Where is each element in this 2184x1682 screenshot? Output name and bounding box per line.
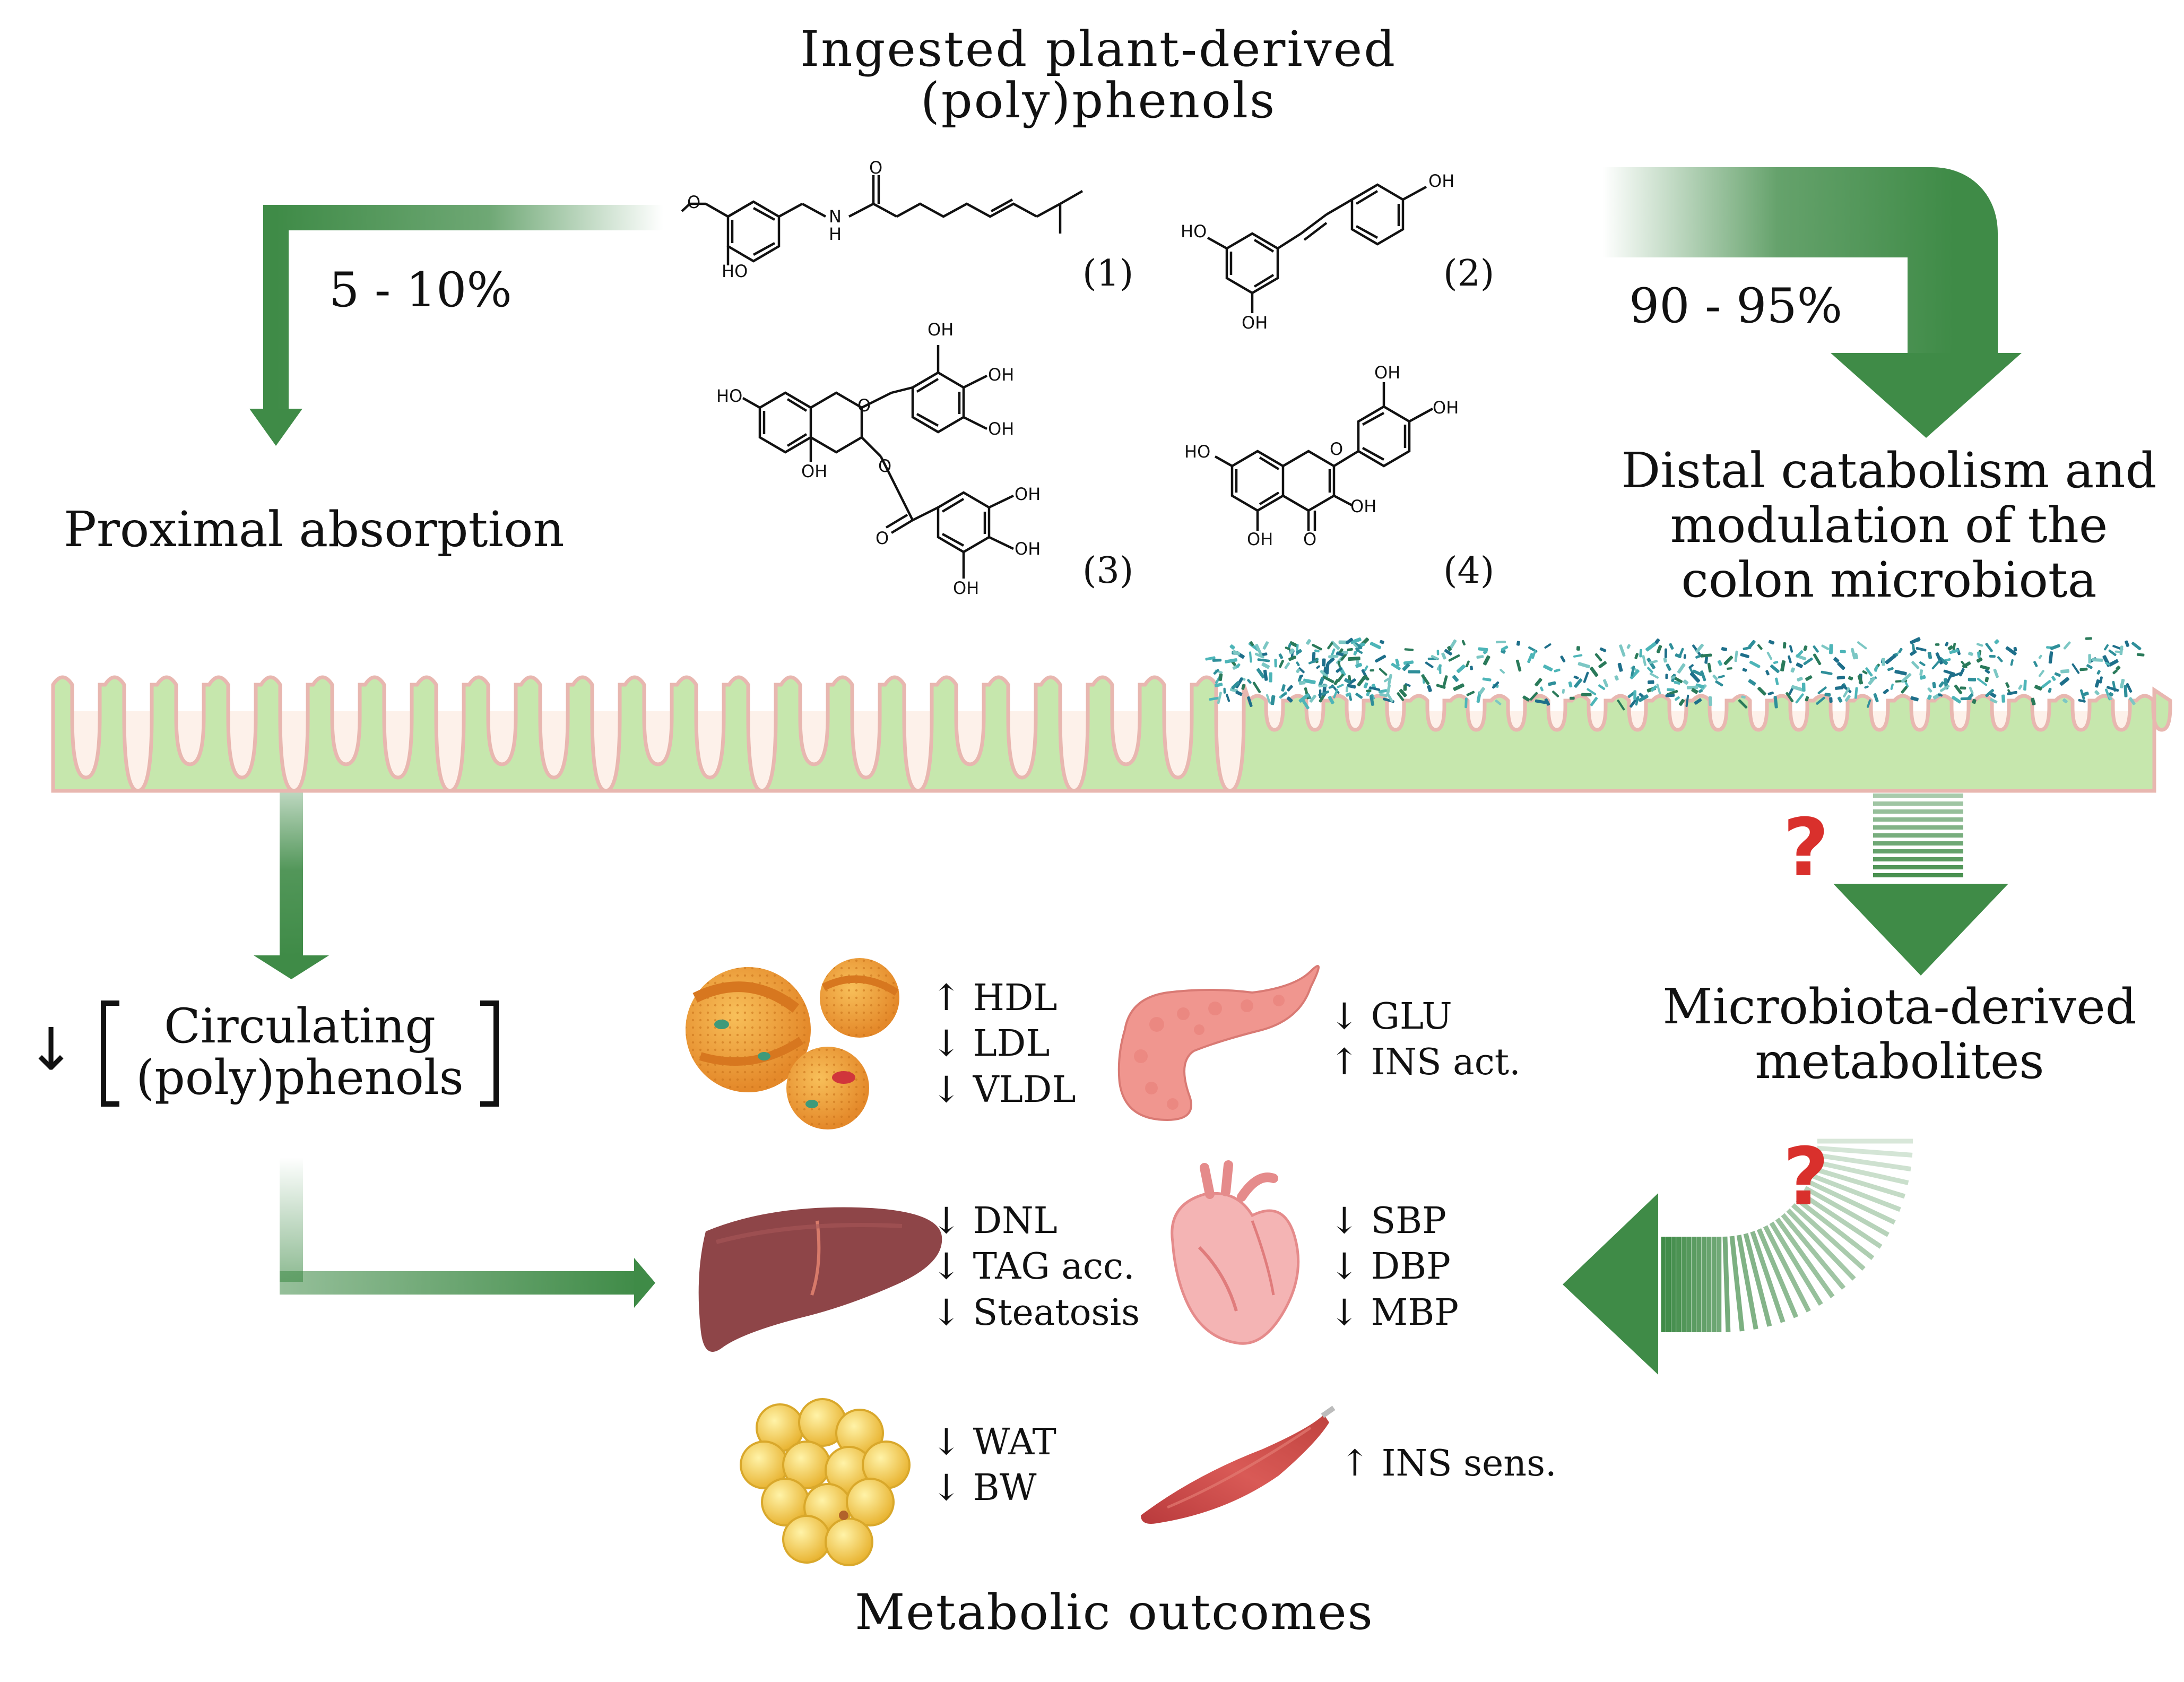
proximal-arrow xyxy=(249,205,663,446)
muscle-effects: ↑ INS sens. xyxy=(1340,1441,1557,1487)
m1-hydroxyl: HO xyxy=(722,261,748,281)
muscle-icon xyxy=(1141,1405,1336,1524)
m3-ring-o: O xyxy=(857,395,871,416)
m3-carbonyl-o: O xyxy=(876,528,889,548)
molecule-3-number: (3) xyxy=(1082,550,1134,592)
main-title-line2: (poly)phenols xyxy=(920,72,1277,129)
m4-ring-o: O xyxy=(1330,439,1344,459)
effect-tag-acc: ↓ TAG acc. xyxy=(931,1246,1135,1288)
m4-oh-a: OH xyxy=(1374,363,1401,383)
m4-oh-b: OH xyxy=(1433,398,1459,418)
effect-ins-sens: ↑ INS sens. xyxy=(1340,1443,1557,1485)
distal-percent: 90 - 95% xyxy=(1629,278,1843,334)
outcomes-arrow xyxy=(280,1157,655,1308)
m4-ho-left: HO xyxy=(1184,442,1211,462)
proximal-absorption-label: Proximal absorption xyxy=(64,501,565,558)
liver-icon xyxy=(698,1207,942,1352)
adipose-effects: ↓ WAT ↓ BW xyxy=(931,1420,1056,1512)
effect-ldl: ↓ LDL xyxy=(931,1023,1050,1065)
effect-bw: ↓ BW xyxy=(931,1467,1037,1510)
main-title-line1: Ingested plant-derived xyxy=(800,21,1397,77)
molecule-4-structure xyxy=(1214,382,1434,531)
circulating-line1: Circulating xyxy=(163,998,436,1054)
proximal-percent: 5 - 10% xyxy=(329,262,512,318)
microbiota-effect-arrowhead xyxy=(1563,1193,1658,1375)
molecule-1-number: (1) xyxy=(1082,253,1134,295)
liver-effects: ↓ DNL ↓ TAG acc. ↓ Steatosis xyxy=(931,1198,1140,1336)
effect-ins-act: ↑ INS act. xyxy=(1329,1041,1521,1084)
m3-oh-d: OH xyxy=(1015,484,1041,504)
metabolite-arrowhead xyxy=(1833,884,2008,976)
main-title: Ingested plant-derived (poly)phenols xyxy=(727,21,1470,129)
molecule-2-number: (2) xyxy=(1443,253,1495,295)
effect-mbp: ↓ MBP xyxy=(1329,1291,1459,1334)
heart-icon xyxy=(1171,1160,1300,1345)
molecule-2-structure xyxy=(1207,183,1427,313)
molecule-3-structure xyxy=(742,345,1014,579)
distal-line3: colon microbiota xyxy=(1681,551,2097,609)
m3-ho-left: HO xyxy=(716,386,743,406)
microbiota-effect-arrow xyxy=(1661,1138,1913,1332)
m1-carbonyl-o: O xyxy=(869,158,883,178)
metabolic-outcomes-title: Metabolic outcomes xyxy=(855,1584,1374,1641)
distal-line2: modulation of the xyxy=(1670,497,2108,554)
question-mark-2: ? xyxy=(1783,1131,1830,1223)
m1-amide-h: H xyxy=(829,224,842,244)
effect-dbp: ↓ DBP xyxy=(1329,1246,1451,1288)
effect-vldl: ↓ VLDL xyxy=(931,1068,1076,1111)
m3-oh-a: OH xyxy=(928,320,954,340)
pancreas-effects: ↓ GLU ↑ INS act. xyxy=(1329,994,1521,1086)
m3-oh-bottom: OH xyxy=(801,461,828,481)
metabolites-line1: Microbiota-derived xyxy=(1662,978,2137,1035)
effect-glu: ↓ GLU xyxy=(1329,996,1452,1038)
adipose-icon xyxy=(740,1398,911,1566)
m3-oh-c: OH xyxy=(988,419,1015,439)
lipoprotein-icon xyxy=(686,958,899,1129)
circulating-bracket xyxy=(101,1000,499,1107)
microbiota-metabolites-label: Microbiota-derived metabolites xyxy=(1624,979,2176,1089)
distal-catabolism-label: Distal catabolism and modulation of the … xyxy=(1613,443,2165,607)
m2-ho-left: HO xyxy=(1181,221,1207,241)
effect-hdl: ↑ HDL xyxy=(931,977,1058,1019)
circulating-polyphenols-label: Circulating (poly)phenols xyxy=(109,998,491,1106)
effect-steatosis: ↓ Steatosis xyxy=(931,1291,1140,1334)
heart-effects: ↓ SBP ↓ DBP ↓ MBP xyxy=(1329,1198,1459,1336)
decrease-arrow: ↓ xyxy=(27,1015,76,1083)
circulating-line2: (poly)phenols xyxy=(136,1050,464,1106)
lipoprotein-effects: ↑ HDL ↓ LDL ↓ VLDL xyxy=(931,976,1076,1113)
effect-dnl: ↓ DNL xyxy=(931,1200,1058,1242)
distal-arrow xyxy=(1602,167,2022,438)
m3-oh-b: OH xyxy=(988,365,1015,385)
intestinal-wall xyxy=(51,637,2172,793)
distal-line1: Distal catabolism and xyxy=(1621,442,2157,499)
m4-oh-c3: OH xyxy=(1350,496,1377,516)
m4-keto-o: O xyxy=(1303,529,1317,549)
effect-sbp: ↓ SBP xyxy=(1329,1200,1446,1242)
m3-oh-f: OH xyxy=(953,578,980,598)
m2-oh-top: OH xyxy=(1428,171,1455,191)
m2-oh-bottom: OH xyxy=(1242,313,1268,333)
metabolites-line2: metabolites xyxy=(1755,1033,2044,1090)
m3-oh-e: OH xyxy=(1015,539,1041,559)
m3-ester-o: O xyxy=(878,456,892,476)
effect-wat: ↓ WAT xyxy=(931,1421,1056,1463)
m1-methoxy-o: O xyxy=(687,192,701,212)
pancreas-icon xyxy=(1117,965,1320,1122)
molecule-1-structure xyxy=(681,175,1084,265)
m4-oh-bottom: OH xyxy=(1247,529,1273,549)
question-mark-1: ? xyxy=(1783,802,1830,894)
molecule-4-number: (4) xyxy=(1443,550,1495,592)
m1-amide-n: N xyxy=(829,206,842,227)
